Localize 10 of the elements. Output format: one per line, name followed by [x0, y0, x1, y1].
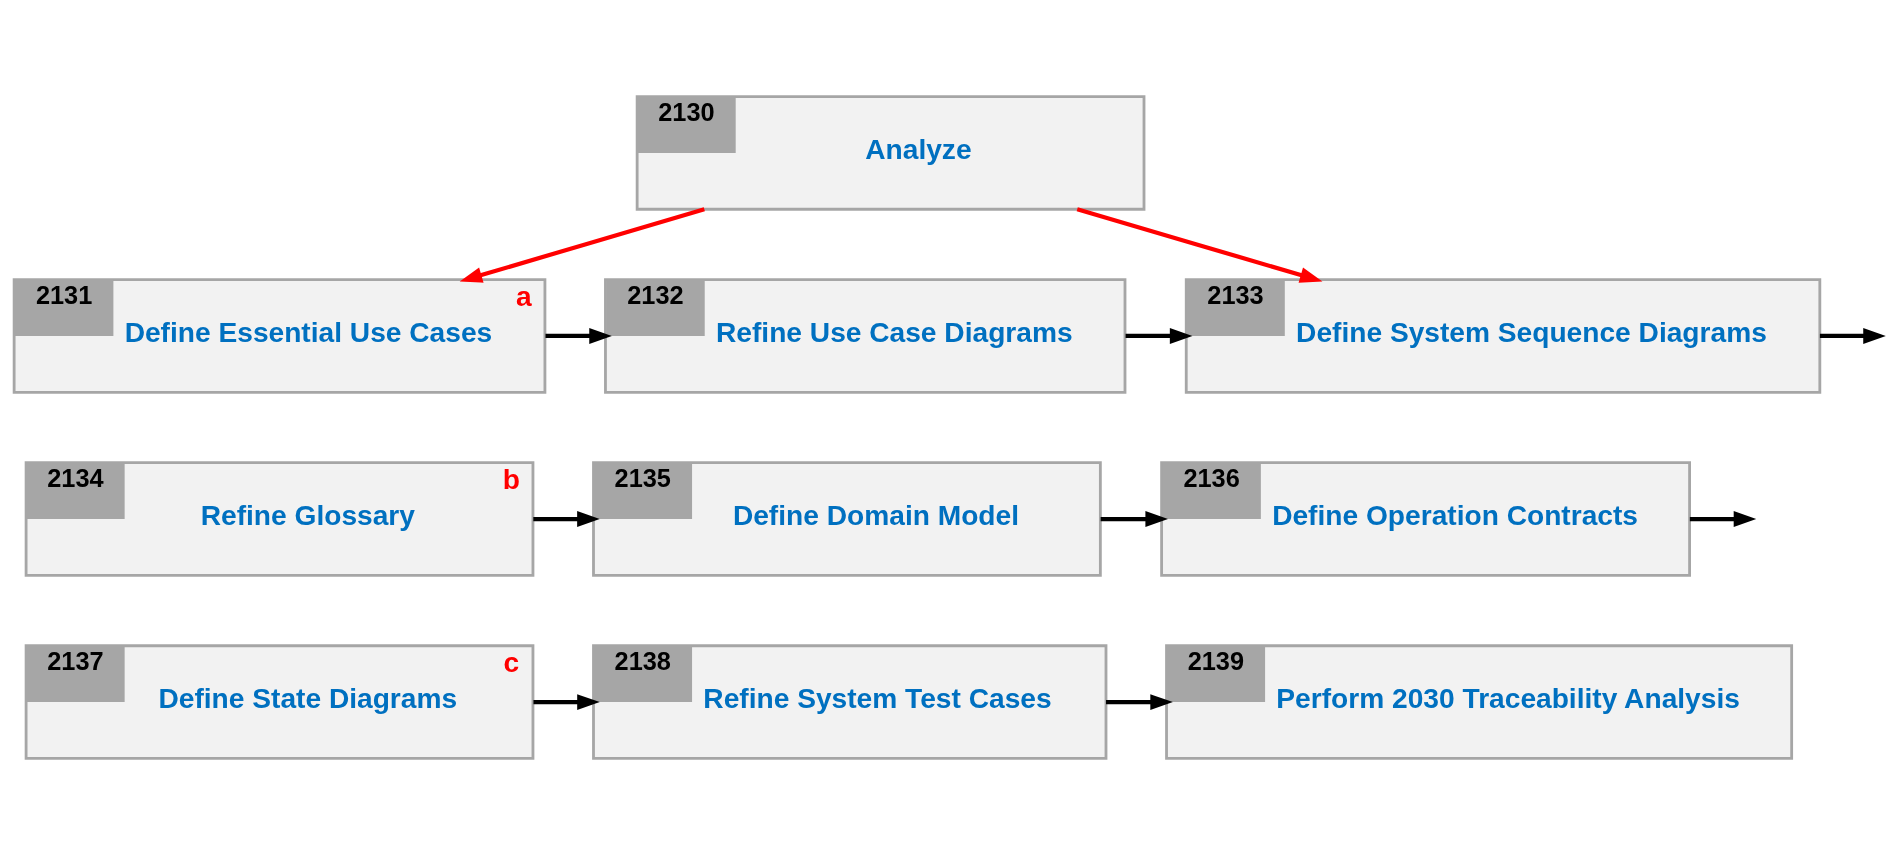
arrow	[1125, 328, 1193, 344]
arrow	[1076, 207, 1323, 283]
arrow	[1100, 511, 1168, 527]
arrow	[1689, 511, 1757, 527]
arrow	[1106, 694, 1173, 710]
arrow	[1819, 328, 1886, 344]
arrow	[545, 328, 612, 344]
arrow	[459, 207, 705, 283]
arrow	[533, 694, 600, 710]
arrow	[533, 511, 600, 527]
